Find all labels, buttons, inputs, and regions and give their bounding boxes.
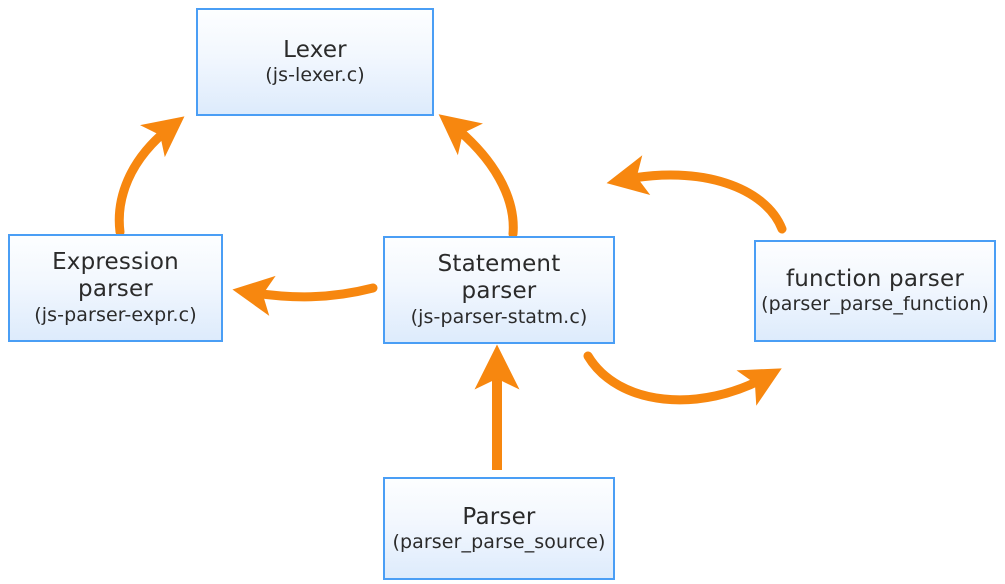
node-statement-parser-title-line1: Statement xyxy=(437,251,561,278)
node-lexer-subtitle: (js-lexer.c) xyxy=(265,64,365,87)
node-lexer-title: Lexer xyxy=(283,37,347,64)
edge-function-parser-to-statement-parser xyxy=(606,155,787,234)
edge-statement-parser-to-lexer xyxy=(438,114,518,239)
node-function-parser[interactable]: function parser (parser_parse_function) xyxy=(754,240,996,342)
node-statement-parser[interactable]: Statement parser (js-parser-statm.c) xyxy=(383,236,615,344)
edge-statement-parser-to-function-parser xyxy=(583,351,782,406)
node-expression-parser-title: Expression parser xyxy=(52,249,179,303)
node-expression-parser-subtitle: (js-parser-expr.c) xyxy=(34,303,197,326)
node-function-parser-subtitle: (parser_parse_function) xyxy=(761,293,989,316)
node-parser-title: Parser xyxy=(462,503,536,530)
node-function-parser-title: function parser xyxy=(785,266,964,293)
node-statement-parser-subtitle: (js-parser-statm.c) xyxy=(410,305,588,328)
node-parser-subtitle: (parser_parse_source) xyxy=(392,530,606,553)
node-lexer[interactable]: Lexer (js-lexer.c) xyxy=(196,8,434,116)
node-statement-parser-title: Statement parser xyxy=(438,251,561,305)
edge-expression-parser-to-lexer xyxy=(114,116,185,237)
node-statement-parser-title-line2: parser xyxy=(461,278,537,305)
edge-statement-parser-to-expression-parser xyxy=(232,275,378,316)
node-parser[interactable]: Parser (parser_parse_source) xyxy=(383,477,615,580)
node-expression-parser-title-line1: Expression xyxy=(52,249,179,276)
node-expression-parser-title-line2: parser xyxy=(78,276,153,303)
node-expression-parser[interactable]: Expression parser (js-parser-expr.c) xyxy=(8,234,223,342)
